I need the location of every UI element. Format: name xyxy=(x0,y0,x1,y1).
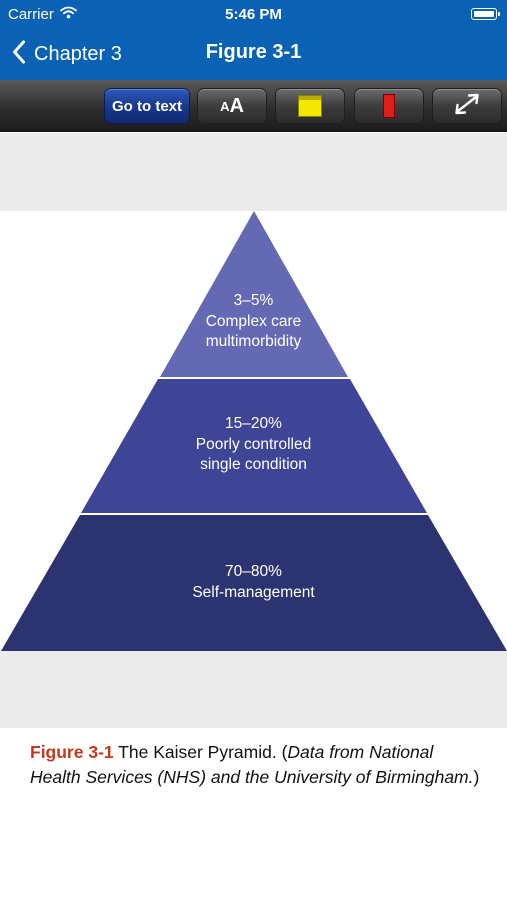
fullscreen-button[interactable] xyxy=(432,88,502,124)
back-label: Chapter 3 xyxy=(34,42,122,65)
tier-top-line3: multimorbidity xyxy=(205,333,302,350)
font-size-large-icon: A xyxy=(229,94,244,117)
carrier-label: Carrier xyxy=(8,6,54,23)
wifi-icon xyxy=(59,6,77,23)
expand-icon xyxy=(450,90,484,123)
font-size-small-icon: A xyxy=(220,98,230,114)
tier-bottom-label: 70–80% Self-management xyxy=(0,562,507,603)
go-to-text-button[interactable]: Go to text xyxy=(104,88,190,124)
pyramid-diagram xyxy=(1,211,507,651)
caption-close: ) xyxy=(473,766,480,787)
tier-middle-line3: single condition xyxy=(200,456,307,473)
tier-middle-label: 15–20% Poorly controlled single conditio… xyxy=(0,414,507,476)
nav-bar: Chapter 3 Figure 3-1 xyxy=(0,28,507,80)
status-bar: Carrier 5:46 PM xyxy=(0,0,507,28)
kaiser-pyramid-figure: 3–5% Complex care multimorbidity 15–20% … xyxy=(0,211,507,651)
bookmark-button[interactable] xyxy=(354,88,424,124)
sticky-note-icon xyxy=(298,95,322,117)
tier-top-label: 3–5% Complex care multimorbidity xyxy=(0,291,507,353)
battery-icon xyxy=(471,8,500,20)
figure-band-top xyxy=(0,133,507,211)
pyramid-tier-middle xyxy=(81,379,427,513)
caption-text: The Kaiser Pyramid. ( xyxy=(113,742,288,762)
tier-top-line2: Complex care xyxy=(205,312,302,330)
caption-label: Figure 3-1 xyxy=(30,742,114,762)
chevron-left-icon xyxy=(12,40,26,69)
status-time: 5:46 PM xyxy=(225,6,282,23)
bookmark-ribbon-icon xyxy=(383,94,395,118)
note-button[interactable] xyxy=(275,88,345,124)
caption-source: Data from National Health Services (NHS)… xyxy=(30,742,474,787)
tier-bottom-percent: 70–80% xyxy=(225,563,282,580)
status-carrier: Carrier xyxy=(8,6,77,23)
pyramid-tier-bottom xyxy=(1,515,507,651)
figure-caption: Figure 3-1 The Kaiser Pyramid. (Data fro… xyxy=(30,740,480,789)
tier-bottom-line2: Self-management xyxy=(192,583,315,601)
figure-band-bottom xyxy=(0,651,507,728)
tier-middle-line2: Poorly controlled xyxy=(195,435,312,453)
tier-middle-percent: 15–20% xyxy=(225,415,282,432)
tier-top-percent: 3–5% xyxy=(233,292,274,309)
pyramid-tier-top xyxy=(160,211,348,377)
back-button[interactable]: Chapter 3 xyxy=(12,38,122,70)
